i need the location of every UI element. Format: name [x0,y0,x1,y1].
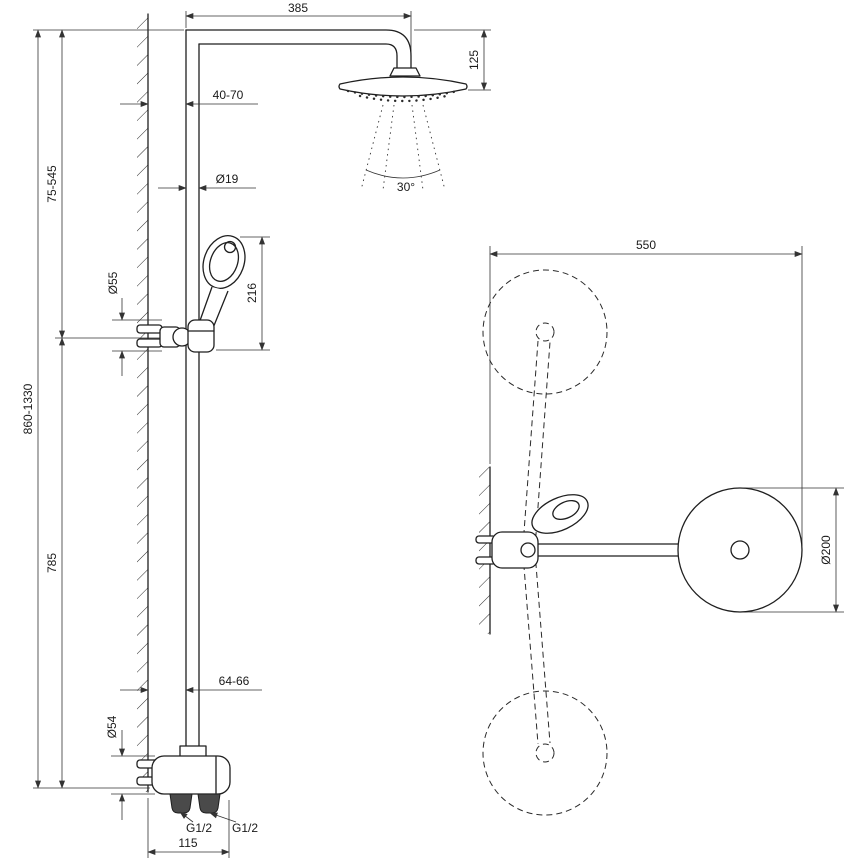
top-view-dimensions: 550 Ø200 [489,238,839,613]
dim-head-drop-label: 125 [467,50,481,70]
dim-swivel-width-label: 550 [636,238,656,252]
nozzle-dots-row2 [358,94,448,103]
dim-width-top-label: 385 [288,1,308,15]
dim-head-diameter: Ø200 [819,487,839,613]
head-hub-top-view [730,540,750,560]
dim-bracket-diameter-label: Ø55 [106,271,120,294]
inlet-right-label: G1/2 [232,821,258,835]
dim-handshower-length: 216 [245,236,265,351]
dim-bracket-diameter: Ø55 [106,271,125,376]
dim-width-top: 385 [185,1,412,19]
dim-upper-height: 75-545 [45,29,65,339]
arm-inner-edge [198,43,398,71]
dim-wall-offset-top-label: 40-70 [213,88,244,102]
bracket-screw-top [136,324,163,334]
top-wall-hatching [479,467,490,634]
dim-mixer-diameter: Ø54 [105,715,125,820]
inlet-nut-left [169,793,193,814]
front-view: 30° [21,1,491,858]
top-view-extension-lines [489,246,844,613]
inlet-callouts: G1/2 G1/2 [179,811,258,835]
inlet-left-label: G1/2 [186,821,212,835]
handshower-top-view [531,494,589,534]
extension-lines [33,11,491,858]
top-view-shower-head [533,487,803,613]
slider-bracket [136,319,215,353]
handshower-face [208,241,240,283]
swivel-pivot [520,542,536,558]
dim-handshower-length-label: 216 [245,283,259,303]
dim-swivel-width: 550 [489,238,803,257]
dim-total-height: 860-1330 [21,29,41,789]
dim-wall-offset-bottom-label: 64-66 [219,674,250,688]
head-hub-up [535,322,555,342]
handshower-top-view-detail [552,499,580,521]
dim-pipe-diameter: Ø19 [158,172,256,191]
head-disc [338,76,468,97]
spray-cone: 30° [360,104,446,194]
inlet-nut-right [197,793,221,814]
top-view-mixer [475,494,589,569]
head-position-down [482,690,608,816]
arm-outer-edge [185,29,412,71]
mixer-body [151,755,231,795]
dim-head-diameter-label: Ø200 [819,535,833,565]
top-view: 550 Ø200 [475,238,844,816]
nozzle-dots-row1 [346,89,460,99]
dim-pipe-diameter-label: Ø19 [216,172,239,186]
mixer-body-top-view [491,531,539,569]
spray-angle-arc [365,169,441,179]
dim-total-height-label: 860-1330 [21,383,35,434]
shower-column [185,29,412,758]
dim-lower-height: 785 [45,337,65,789]
dim-wall-offset-top: 40-70 [120,88,258,107]
overhead-shower [338,67,468,103]
wall-section [137,13,149,793]
head-connector [389,67,421,77]
bracket-screw-bottom [136,338,163,348]
mixer-assembly [136,745,231,814]
handshower-head [202,235,246,289]
handshower-center-nozzle [223,240,237,254]
dim-head-drop: 125 [467,29,487,91]
dim-upper-height-label: 75-545 [45,165,59,203]
dim-wall-offset-bottom: 64-66 [120,674,262,693]
dim-mixer-width: 115 [147,836,230,855]
head-position-up [482,269,608,395]
dim-mixer-diameter-label: Ø54 [105,715,119,738]
dim-spray-angle-label: 30° [397,180,415,194]
head-hub-down [535,743,555,763]
bracket-clamp [187,319,215,353]
wall-hatching [137,14,148,792]
dim-mixer-width-label: 115 [178,836,197,850]
dim-lower-height-label: 785 [45,553,59,573]
front-view-dimensions: 385 125 40-70 Ø19 75-545 78 [21,1,487,855]
top-view-wall [479,466,491,635]
